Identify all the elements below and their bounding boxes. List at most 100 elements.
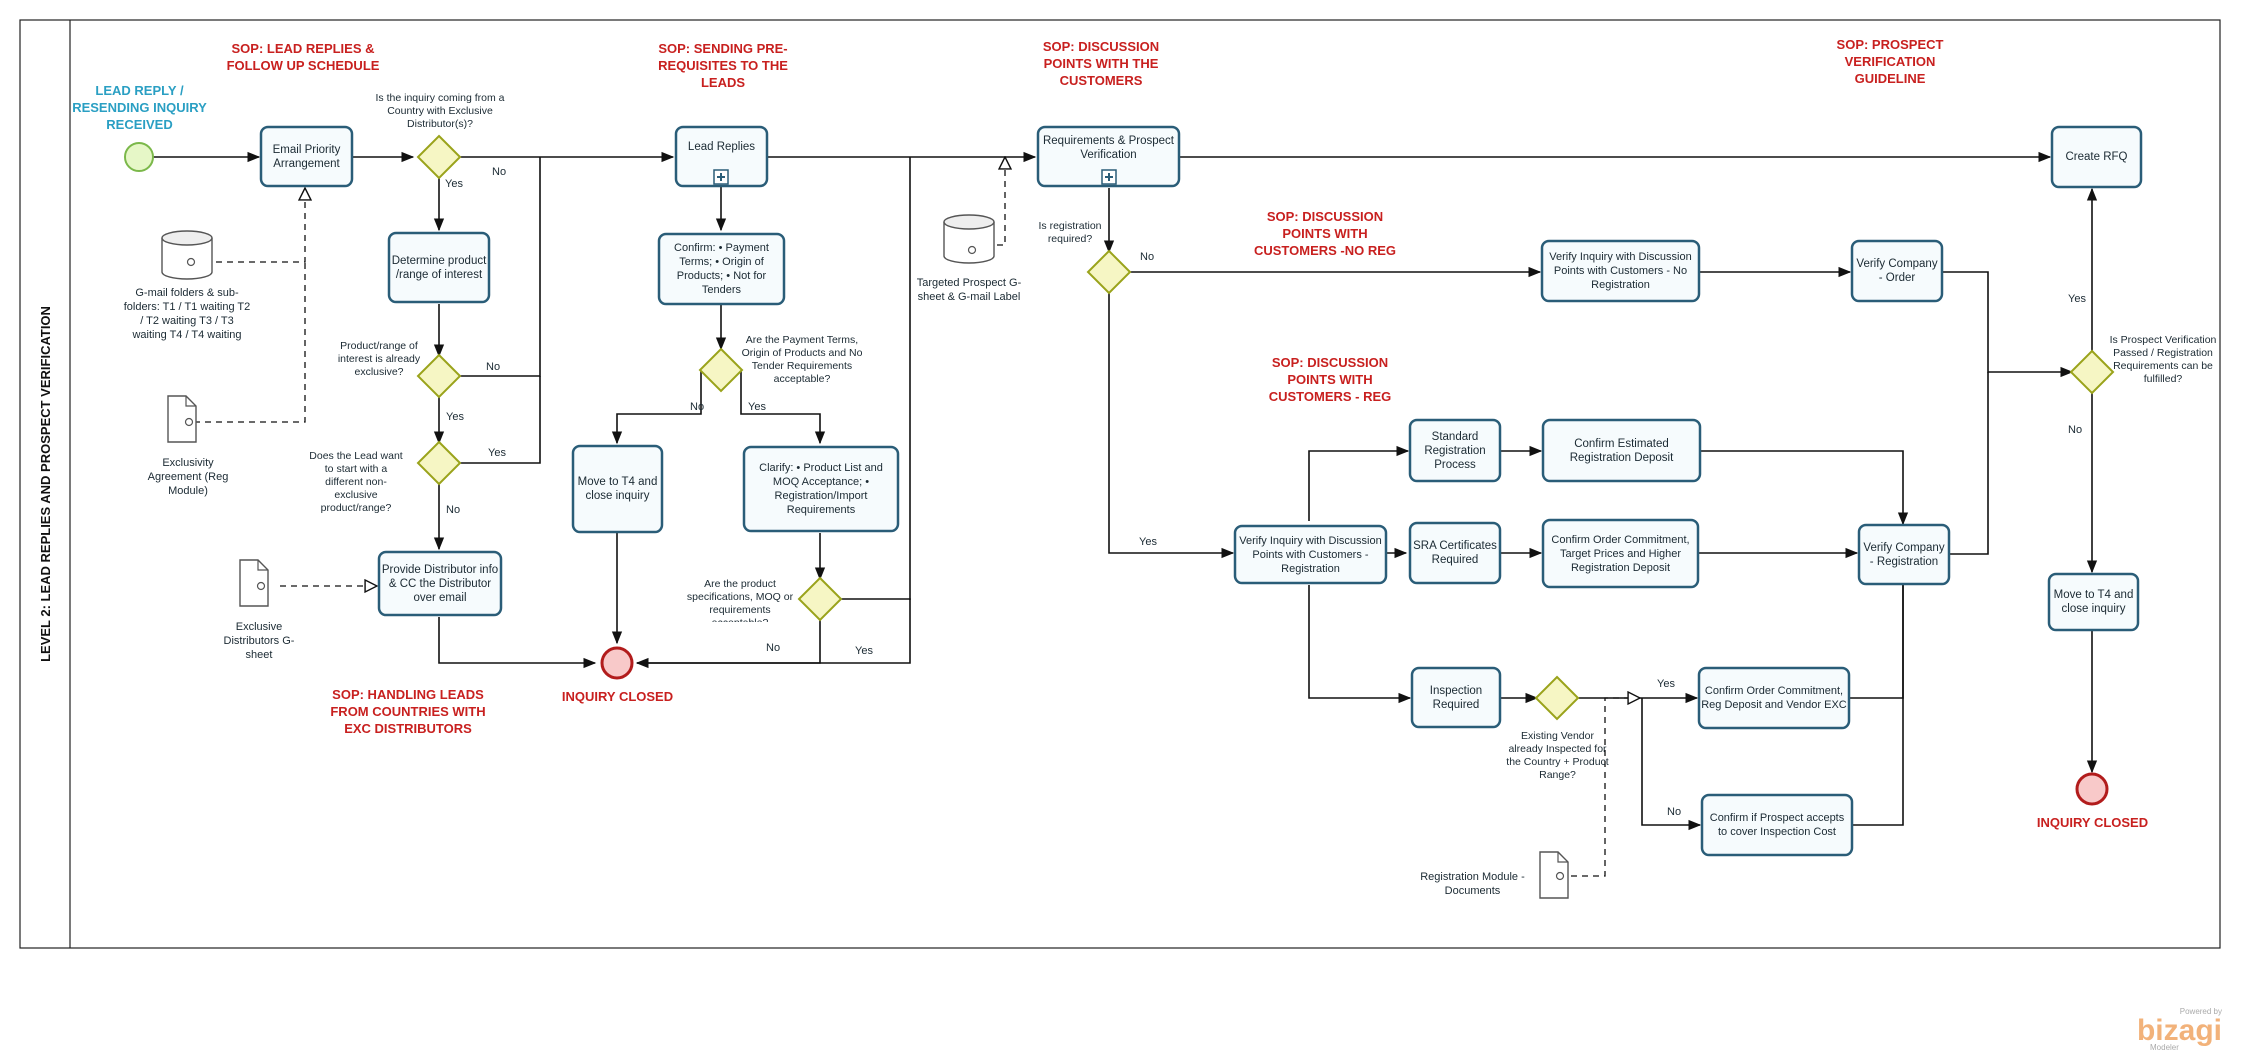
task-label: Confirm: • Payment Terms; • Origin of Pr… [674, 242, 769, 296]
task-label: Lead Replies [687, 141, 756, 153]
gateway-exclusive-distributor: Is the inquiry coming from a Country wit… [375, 92, 505, 180]
document-icon [239, 559, 269, 607]
task-clarify[interactable]: Clarify: • Product List and MOQ Acceptan… [742, 445, 900, 533]
task-create-rfq[interactable]: Create RFQ [2050, 125, 2143, 189]
gateway-question: Are the Payment Terms, Origin of Product… [741, 334, 863, 385]
flow-label-yes: Yes [748, 401, 766, 413]
task-label: Email Priority Arrangement [272, 143, 341, 170]
expand-subprocess-icon[interactable] [713, 169, 729, 185]
flow-label-yes: Yes [488, 447, 506, 459]
flow-label-no: No [2068, 424, 2082, 436]
sop-discussion-no-reg: SOP: DISCUSSION POINTS WITH CUSTOMERS -N… [1253, 209, 1397, 258]
task-verify-order[interactable]: Verify Company - Order [1850, 239, 1944, 303]
task-sra-certificates[interactable]: SRA Certificates Required [1408, 521, 1502, 585]
lane-title: LEVEL 2: LEAD REPLIES AND PROSPECT VERIF… [38, 306, 53, 662]
task-determine-product[interactable]: Determine product /range of interest [387, 231, 491, 304]
flow-label-no: No [486, 361, 500, 373]
sop-labels: SOP: LEAD REPLIES & FOLLOW UP SCHEDULE S… [226, 37, 1944, 736]
task-verify-company-registration[interactable]: Verify Company - Registration [1857, 523, 1951, 586]
task-verify-reg[interactable]: Verify Inquiry with Discussion Points wi… [1233, 524, 1388, 585]
targeted-prospect-label: Targeted Prospect G-sheet & G-mail Label [916, 277, 1022, 303]
task-move-t4-b[interactable]: Move to T4 and close inquiry [2047, 572, 2140, 632]
task-label: Confirm Estimated Registration Deposit [1569, 437, 1674, 464]
sop-sending-prerequisites: SOP: SENDING PRE-REQUISITES TO THE LEADS [658, 41, 788, 90]
task-lead-replies[interactable]: Lead Replies [674, 125, 769, 188]
database-icon [161, 230, 213, 280]
document-icon [167, 395, 197, 443]
sop-discussion-points: SOP: DISCUSSION POINTS WITH THE CUSTOMER… [1042, 39, 1160, 88]
flow-label-no: No [492, 166, 506, 178]
start-event-label: LEAD REPLY / RESENDING INQUIRY RECEIVED [72, 83, 207, 132]
flow-label-yes: Yes [855, 645, 873, 657]
task-standard-registration[interactable]: Standard Registration Process [1408, 418, 1502, 483]
end-event-2: INQUIRY CLOSED [2036, 772, 2149, 830]
gateway-question: Is registration required? [1038, 220, 1102, 245]
task-requirements-prospect[interactable]: Requirements & Prospect Verification [1036, 125, 1181, 188]
start-event: LEAD REPLY / RESENDING INQUIRY RECEIVED [72, 83, 207, 172]
task-label: Clarify: • Product List and MOQ Acceptan… [759, 462, 883, 516]
flow-label-yes: Yes [1657, 678, 1675, 690]
task-confirm-order-vendor[interactable]: Confirm Order Commitment, Reg Deposit an… [1697, 666, 1851, 730]
task-confirm-inspection-cost[interactable]: Confirm if Prospect accepts to cover Ins… [1700, 793, 1854, 857]
task-label: Move to T4 and close inquiry [2053, 589, 2134, 615]
gateway-question: Are the product specifications, MOQ or r… [686, 578, 794, 622]
expand-subprocess-icon[interactable] [1101, 169, 1117, 185]
exclusivity-agreement-label: Exclusivity Agreement (Reg Module) [147, 457, 229, 497]
powered-by: Powered by [2180, 1007, 2222, 1016]
task-confirm[interactable]: Confirm: • Payment Terms; • Origin of Pr… [657, 232, 786, 306]
gateway-payment-terms: Are the Payment Terms, Origin of Product… [698, 334, 863, 393]
gmail-folders-label: G-mail folders & sub-folders: T1 / T1 wa… [123, 287, 251, 341]
flow-label-no: No [766, 642, 780, 654]
gateway-registration-required: Is registration required? [1038, 220, 1132, 295]
task-label: Confirm Order Commitment, Target Prices … [1551, 533, 1690, 574]
registration-module-label: Registration Module - Documents [1420, 871, 1525, 897]
task-label: Verify Inquiry with Discussion Points wi… [1549, 251, 1692, 291]
task-label: Requirements & Prospect Verification [1042, 135, 1175, 161]
gateway-product-specs: Are the product specifications, MOQ or r… [686, 576, 843, 622]
gateway-question: Is Prospect Verification Passed / Regist… [2109, 334, 2217, 385]
brand-sub: Modeler [2150, 1043, 2179, 1052]
sop-discussion-reg: SOP: DISCUSSION POINTS WITH CUSTOMERS - … [1268, 355, 1392, 404]
task-label: Verify Inquiry with Discussion Points wi… [1239, 534, 1382, 575]
flow-label-yes: Yes [2068, 293, 2086, 305]
task-confirm-estimated-deposit[interactable]: Confirm Estimated Registration Deposit [1541, 418, 1702, 483]
flow-label-no: No [446, 504, 460, 516]
flow-label-yes: Yes [1139, 536, 1157, 548]
flow-label-no: No [1140, 251, 1154, 263]
task-email-priority[interactable]: Email Priority Arrangement [259, 125, 354, 188]
end-event-2-label: INQUIRY CLOSED [2036, 815, 2149, 830]
task-label: Confirm Order Commitment, Reg Deposit an… [1701, 685, 1847, 711]
sequence-flows [153, 151, 2098, 831]
flow-label-yes: Yes [445, 178, 463, 190]
gateway-non-exclusive: Does the Lead want to start with a diffe… [309, 440, 462, 514]
exclusive-distributors-label: Exclusive Distributors G-sheet [223, 621, 295, 661]
end-event-1-label: INQUIRY CLOSED [561, 689, 674, 704]
task-label: Create RFQ [2065, 151, 2128, 163]
task-move-t4-a[interactable]: Move to T4 and close inquiry [571, 444, 664, 534]
document-icon [1539, 851, 1569, 899]
gateway-question: Product/range of interest is already exc… [337, 340, 421, 378]
bizagi-logo: Powered by bizagi Modeler [2137, 1007, 2222, 1052]
gateway-prospect-verification: Is Prospect Verification Passed / Regist… [2069, 334, 2217, 395]
task-provide-distributor[interactable]: Provide Distributor info & CC the Distri… [377, 550, 503, 617]
task-inspection-required[interactable]: Inspection Required [1410, 666, 1502, 729]
task-label: Move to T4 and close inquiry [577, 476, 658, 502]
task-confirm-order-commitment[interactable]: Confirm Order Commitment, Target Prices … [1541, 518, 1700, 589]
gateway-product-exclusive: Product/range of interest is already exc… [337, 340, 462, 399]
sop-handling-leads: SOP: HANDLING LEADS FROM COUNTRIES WITH … [330, 687, 486, 736]
associations [194, 157, 1640, 877]
task-label: Verify Company - Order [1856, 258, 1938, 284]
sop-lead-replies: SOP: LEAD REPLIES & FOLLOW UP SCHEDULE [226, 41, 380, 73]
gateway-question: Does the Lead want to start with a diffe… [309, 450, 403, 514]
brand-name: bizagi [2137, 1014, 2222, 1047]
task-label: Determine product /range of interest [391, 254, 487, 281]
gateway-existing-vendor: Existing Vendor already Inspected for th… [1506, 675, 1609, 781]
database-icon [943, 214, 995, 264]
gateway-question: Is the inquiry coming from a Country wit… [375, 92, 505, 130]
task-label: Provide Distributor info & CC the Distri… [381, 563, 499, 604]
swimlane: LEVEL 2: LEAD REPLIES AND PROSPECT VERIF… [19, 19, 2221, 949]
task-verify-no-reg[interactable]: Verify Inquiry with Discussion Points wi… [1540, 239, 1701, 303]
end-event-1: INQUIRY CLOSED [561, 646, 674, 704]
task-label: Inspection Required [1429, 684, 1483, 711]
